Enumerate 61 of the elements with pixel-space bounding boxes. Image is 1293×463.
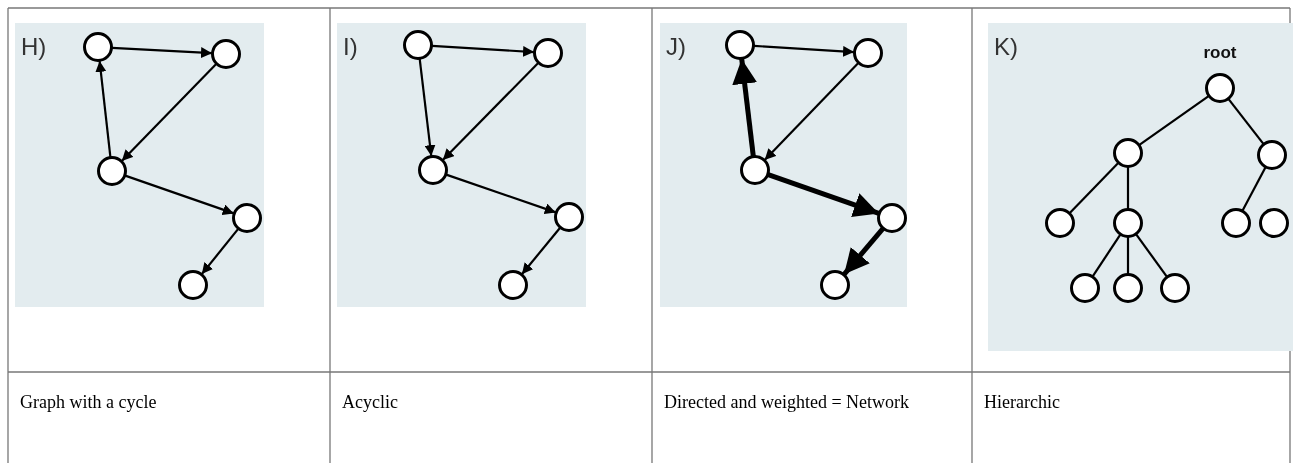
panel-letter: I)	[343, 35, 358, 59]
connector-line	[1069, 162, 1119, 214]
graph-panel	[660, 23, 907, 307]
panel-letter: H)	[21, 35, 47, 59]
node-circle	[211, 39, 241, 69]
arrow	[200, 228, 240, 275]
connector-line	[1126, 237, 1130, 274]
caption-text: Directed and weighted = Network	[664, 391, 911, 414]
node-circle	[1113, 208, 1143, 238]
connector-line	[1091, 234, 1122, 277]
arrow	[121, 63, 217, 162]
arrow	[95, 60, 112, 158]
node-circle	[554, 202, 584, 232]
arrow	[767, 172, 880, 217]
graph-panel	[15, 23, 264, 307]
node-circle	[498, 270, 528, 300]
caption-text: Hierarchic	[984, 391, 1061, 414]
arrow	[521, 227, 561, 275]
connector-line	[1126, 167, 1130, 209]
connector-line	[1227, 98, 1265, 145]
node-circle	[1113, 138, 1143, 168]
node-caption: root	[1203, 44, 1237, 61]
connector-line	[1138, 95, 1210, 146]
node-circle	[820, 270, 850, 300]
arrow	[763, 62, 860, 161]
node-circle	[1205, 73, 1235, 103]
panel-letter: J)	[666, 35, 686, 59]
arrow	[442, 62, 539, 161]
arrow	[111, 46, 213, 59]
arrow	[445, 173, 557, 214]
node-circle	[1070, 273, 1100, 303]
node-circle	[1113, 273, 1143, 303]
node-circle	[1221, 208, 1251, 238]
arrow	[431, 44, 535, 57]
node-circle	[232, 203, 262, 233]
caption-text: Graph with a cycle	[20, 391, 158, 414]
caption-text: Acyclic	[342, 391, 399, 414]
arrow	[124, 174, 235, 215]
arrow	[732, 58, 758, 157]
connector-line	[1241, 166, 1267, 212]
node-circle	[1045, 208, 1075, 238]
arrow	[753, 44, 855, 57]
node-circle	[1259, 208, 1289, 238]
node-circle	[740, 155, 770, 185]
node-circle	[403, 30, 433, 60]
node-circle	[83, 32, 113, 62]
arrow	[418, 58, 436, 157]
panel-letter: K)	[994, 35, 1018, 59]
node-circle	[533, 38, 563, 68]
connector-line	[1135, 233, 1168, 278]
node-circle	[178, 270, 208, 300]
node-circle	[853, 38, 883, 68]
node-circle	[1257, 140, 1287, 170]
node-circle	[725, 30, 755, 60]
graph-panel	[337, 23, 586, 307]
graph-panel	[988, 23, 1293, 351]
node-circle	[1160, 273, 1190, 303]
node-circle	[877, 203, 907, 233]
node-circle	[418, 155, 448, 185]
arrow	[842, 227, 885, 276]
node-circle	[97, 156, 127, 186]
